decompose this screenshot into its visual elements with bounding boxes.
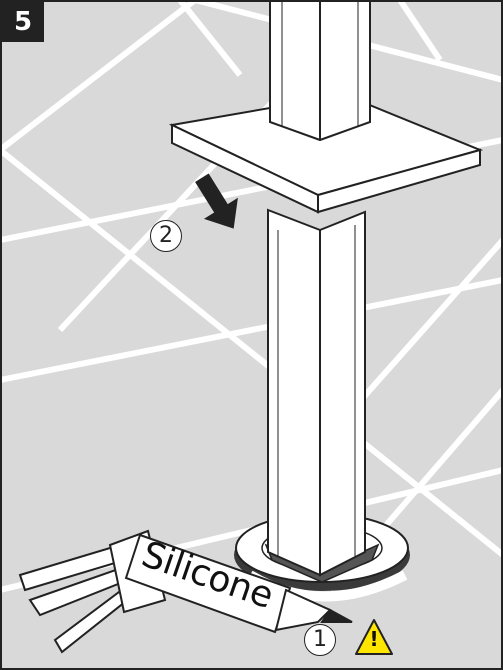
warning-exclamation-icon: !: [360, 622, 388, 652]
lower-pipe: [268, 210, 365, 575]
upper-pipe: [270, 0, 370, 140]
callout-2-lower-pipe: 2: [150, 220, 182, 252]
callout-1-sealant: 1: [304, 624, 336, 656]
step-number-badge: 5: [2, 2, 44, 42]
